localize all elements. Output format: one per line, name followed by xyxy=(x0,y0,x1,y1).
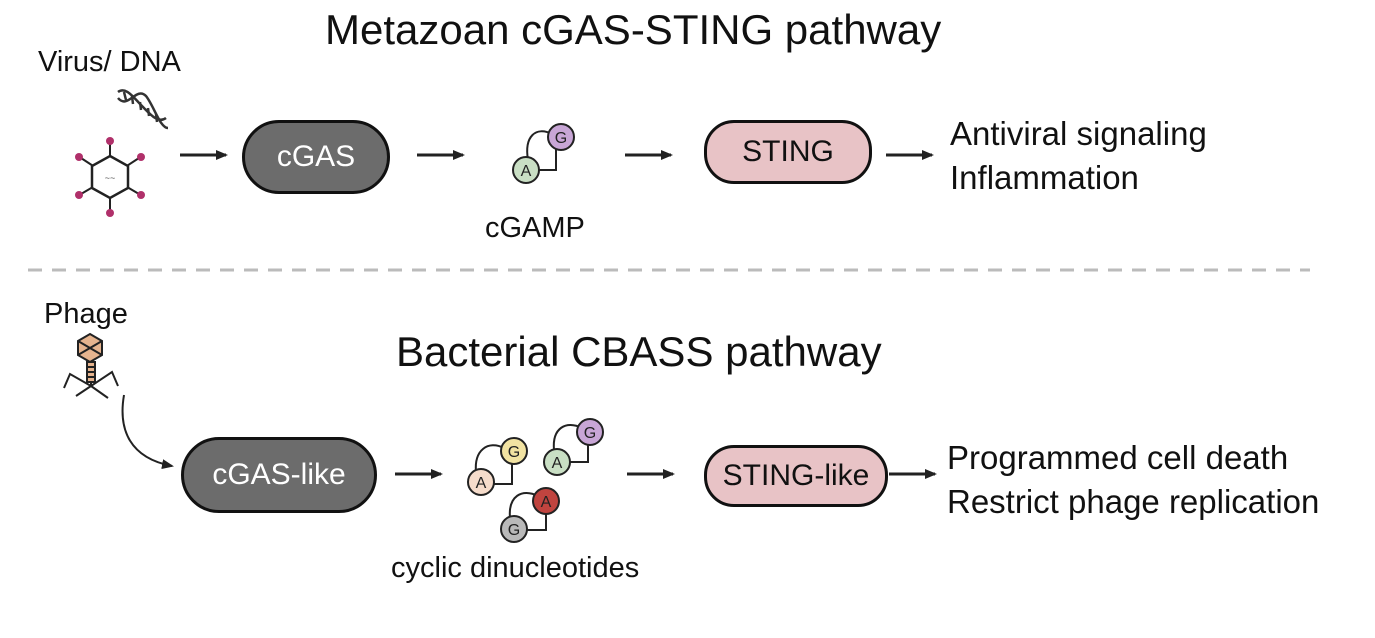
cgas-like-node: cGAS-like xyxy=(181,437,377,513)
cdn3-g-circle xyxy=(500,515,528,543)
cdn2-a-circle xyxy=(543,448,571,476)
cdn3-a-circle xyxy=(532,487,560,515)
cdn3-a-text: A xyxy=(541,494,552,511)
arrow-phage-to-cgas-like xyxy=(121,394,174,470)
bottom-title: Bacterial CBASS pathway xyxy=(396,328,882,375)
cdn3-g-text: G xyxy=(508,522,520,539)
svg-text:~~: ~~ xyxy=(105,173,116,183)
cgamp-a-circle xyxy=(512,156,540,184)
cdn1-a-circle xyxy=(467,468,495,496)
cgamp-g-circle xyxy=(547,123,575,151)
dna-helix-icon xyxy=(117,89,169,130)
cdn1-g-text: G xyxy=(508,444,520,461)
cdn1-g-circle xyxy=(500,437,528,465)
bottom-output-2: Restrict phage replication xyxy=(947,483,1320,520)
virus-dna-label: Virus/ DNA xyxy=(38,46,181,78)
cdn2-a-text: A xyxy=(552,455,563,472)
cdn2-g-text: G xyxy=(584,425,596,442)
sting-like-label: STING-like xyxy=(722,459,870,492)
cgamp-label: cGAMP xyxy=(485,212,585,244)
phage-label: Phage xyxy=(44,298,128,330)
cdn1-a-text: A xyxy=(476,475,487,492)
cgas-like-label: cGAS-like xyxy=(212,458,346,491)
cgamp-molecule: A G xyxy=(512,123,575,184)
sting-node: STING xyxy=(704,120,872,184)
cdn2-g-circle xyxy=(576,418,604,446)
phage-icon xyxy=(63,332,119,399)
cgamp-a-text: A xyxy=(521,163,532,180)
bottom-output-1: Programmed cell death xyxy=(947,439,1289,476)
virus-icon: ~~ xyxy=(75,137,145,217)
sting-like-node: STING-like xyxy=(704,445,888,507)
cgas-node: cGAS xyxy=(242,120,390,194)
top-output-1: Antiviral signaling xyxy=(950,115,1207,152)
top-title: Metazoan cGAS-STING pathway xyxy=(325,6,942,53)
top-output-2: Inflammation xyxy=(950,159,1139,196)
cgas-label: cGAS xyxy=(276,140,356,173)
cgamp-g-text: G xyxy=(555,130,567,147)
cdn-molecules: A G A G G A xyxy=(467,418,604,543)
cyclic-dinucleotides-label: cyclic dinucleotides xyxy=(391,552,640,584)
sting-label: STING xyxy=(742,135,834,168)
